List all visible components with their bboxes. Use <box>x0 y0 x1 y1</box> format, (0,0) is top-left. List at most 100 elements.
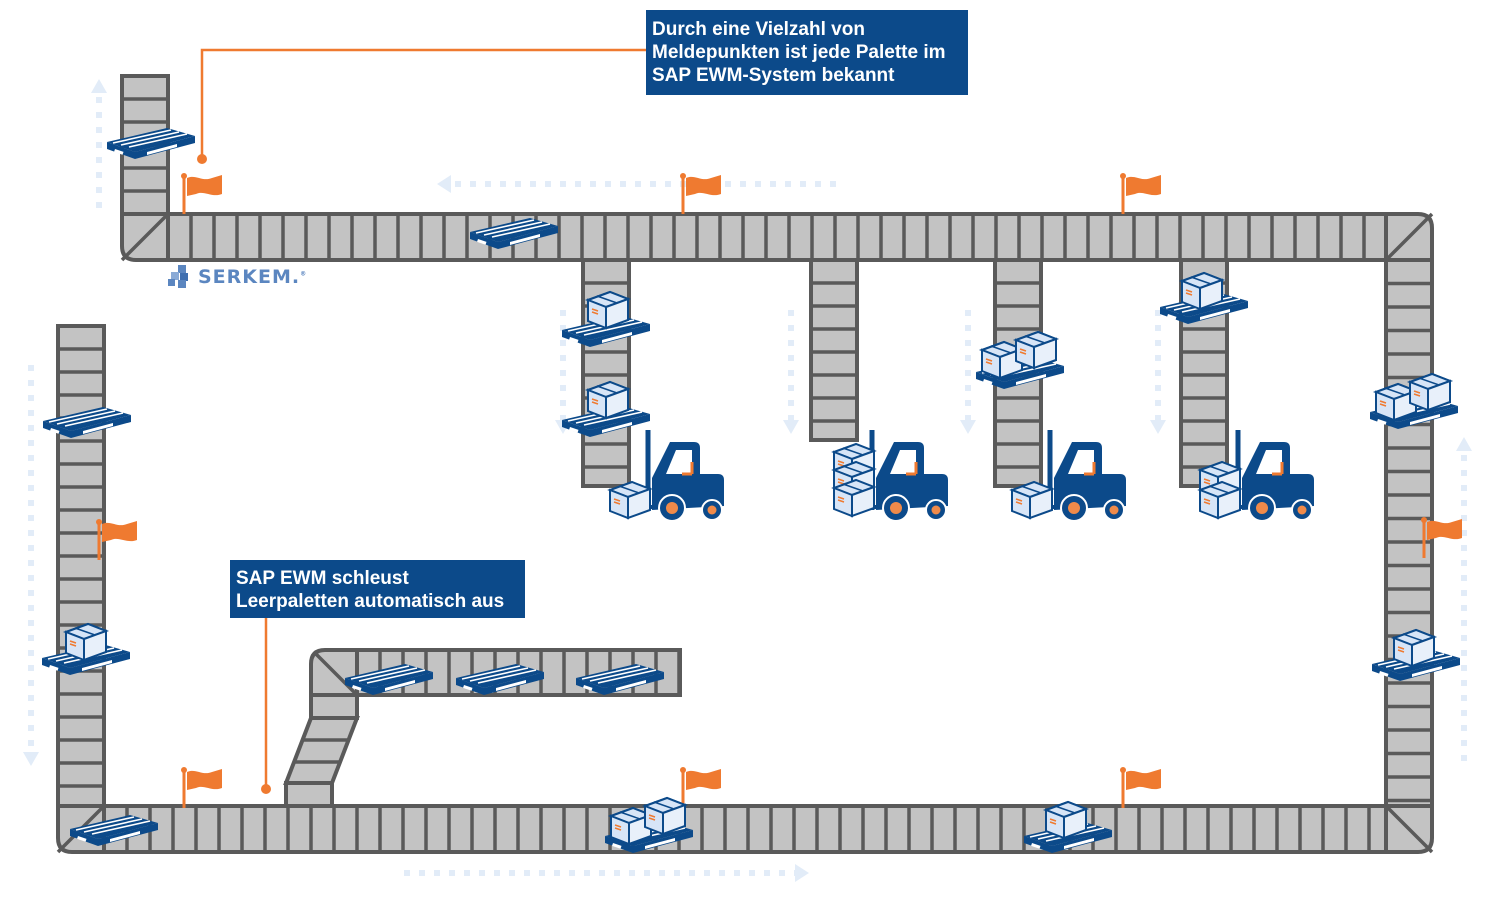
arrow-dash <box>28 470 34 476</box>
arrow-dash <box>1461 605 1467 611</box>
arrow-dash <box>96 142 102 148</box>
arrow-dash <box>725 181 731 187</box>
arrow-dash <box>560 400 566 406</box>
arrow-dash <box>674 870 680 876</box>
arrow-dash <box>1155 370 1161 376</box>
box-icon <box>587 381 629 419</box>
arrow-dash <box>419 870 425 876</box>
arrow-dash <box>1461 500 1467 506</box>
arrow-dash <box>704 870 710 876</box>
conveyor-bottom-line <box>102 804 1388 854</box>
arrow-dash <box>96 157 102 163</box>
arrow-dash <box>1461 635 1467 641</box>
arrow-dash <box>1155 325 1161 331</box>
arrow-dash <box>740 181 746 187</box>
arrow-dash <box>28 545 34 551</box>
arrow-dash <box>965 385 971 391</box>
arrow-dash <box>788 415 794 421</box>
conveyor-corner-diagonal <box>1384 804 1434 854</box>
arrow-dash <box>560 340 566 346</box>
arrow-dash <box>560 385 566 391</box>
arrow-dash <box>1461 470 1467 476</box>
box-icon <box>1045 801 1087 839</box>
arrow-dash <box>560 355 566 361</box>
leader-lines <box>197 48 646 794</box>
arrow-dash <box>560 310 566 316</box>
arrow-dash <box>1461 695 1467 701</box>
arrow-dash <box>28 590 34 596</box>
arrow-dash <box>1461 455 1467 461</box>
arrow-dash <box>28 740 34 746</box>
arrow-dash <box>28 485 34 491</box>
callout-line: Leerpaletten automatisch aus <box>236 591 505 612</box>
arrow-dash <box>96 202 102 208</box>
box-icon <box>1181 272 1223 310</box>
arrow-dash <box>788 370 794 376</box>
arrow-dash <box>485 181 491 187</box>
conveyor-corner-diagonal <box>1384 212 1434 262</box>
callout-line: Meldepunkten ist jede Palette im <box>652 42 946 63</box>
arrow-head-down-icon <box>960 420 976 434</box>
arrow-head-down-icon <box>783 420 799 434</box>
arrow-dash <box>599 870 605 876</box>
arrow-dash <box>734 870 740 876</box>
forklift <box>833 430 948 521</box>
arrow-dash <box>650 181 656 187</box>
arrow-dash <box>614 870 620 876</box>
arrow-dash <box>644 870 650 876</box>
box-icon <box>1011 481 1053 519</box>
arrow-dash <box>560 370 566 376</box>
callout-reporting-points: Durch eine Vielzahl von Meldepunkten ist… <box>646 10 968 95</box>
callout-line: SAP EWM schleust <box>236 568 409 589</box>
arrow-dash <box>788 355 794 361</box>
conveyor-body <box>102 804 1388 854</box>
loaded-pallet <box>41 623 131 676</box>
arrow-dash <box>569 870 575 876</box>
arrow-dash <box>96 172 102 178</box>
flow-arrow-left <box>23 365 39 766</box>
arrow-dash <box>449 870 455 876</box>
arrow-dash <box>28 530 34 536</box>
conveyor-branch-2 <box>809 258 859 442</box>
arrow-dash <box>545 181 551 187</box>
flow-arrow-entry <box>91 79 107 208</box>
callout-line: Durch eine Vielzahl von <box>652 19 865 40</box>
arrow-dash <box>830 181 836 187</box>
loaded-pallet <box>561 291 651 348</box>
arrow-dash <box>575 181 581 187</box>
conveyor-body <box>166 212 1388 262</box>
arrow-dash <box>96 112 102 118</box>
arrow-dash <box>1461 575 1467 581</box>
leader-dot-bottom <box>261 784 271 794</box>
arrow-dash <box>965 415 971 421</box>
box-icon <box>609 481 651 519</box>
flow-arrow-top <box>437 175 836 193</box>
arrow-dash <box>965 310 971 316</box>
forklift-icon <box>1042 430 1126 521</box>
leader-line-top <box>200 48 646 158</box>
arrow-dash <box>1155 340 1161 346</box>
arrow-dash <box>965 340 971 346</box>
serkem-logo: SERKEM.® <box>168 265 307 289</box>
arrow-dash <box>500 181 506 187</box>
arrow-dash <box>509 870 515 876</box>
box-icon <box>1409 373 1451 411</box>
conveyor-body <box>284 781 334 808</box>
arrow-dash <box>749 870 755 876</box>
arrow-dash <box>764 870 770 876</box>
flow-arrow-right <box>1456 437 1472 761</box>
conveyor-left-line <box>56 324 106 808</box>
arrow-dash <box>28 695 34 701</box>
forklift-icon <box>864 430 948 521</box>
conveyor-corner-diagonal <box>120 212 170 262</box>
reporting-point-flag-icon <box>678 171 723 216</box>
arrow-dash <box>28 500 34 506</box>
conveyor-corner-top-right <box>1384 212 1434 262</box>
arrow-dash <box>560 415 566 421</box>
arrow-dash <box>1461 590 1467 596</box>
arrow-dash <box>28 395 34 401</box>
conveyor-outfeed <box>283 648 360 808</box>
arrow-dash <box>1461 515 1467 521</box>
arrow-dash <box>28 440 34 446</box>
